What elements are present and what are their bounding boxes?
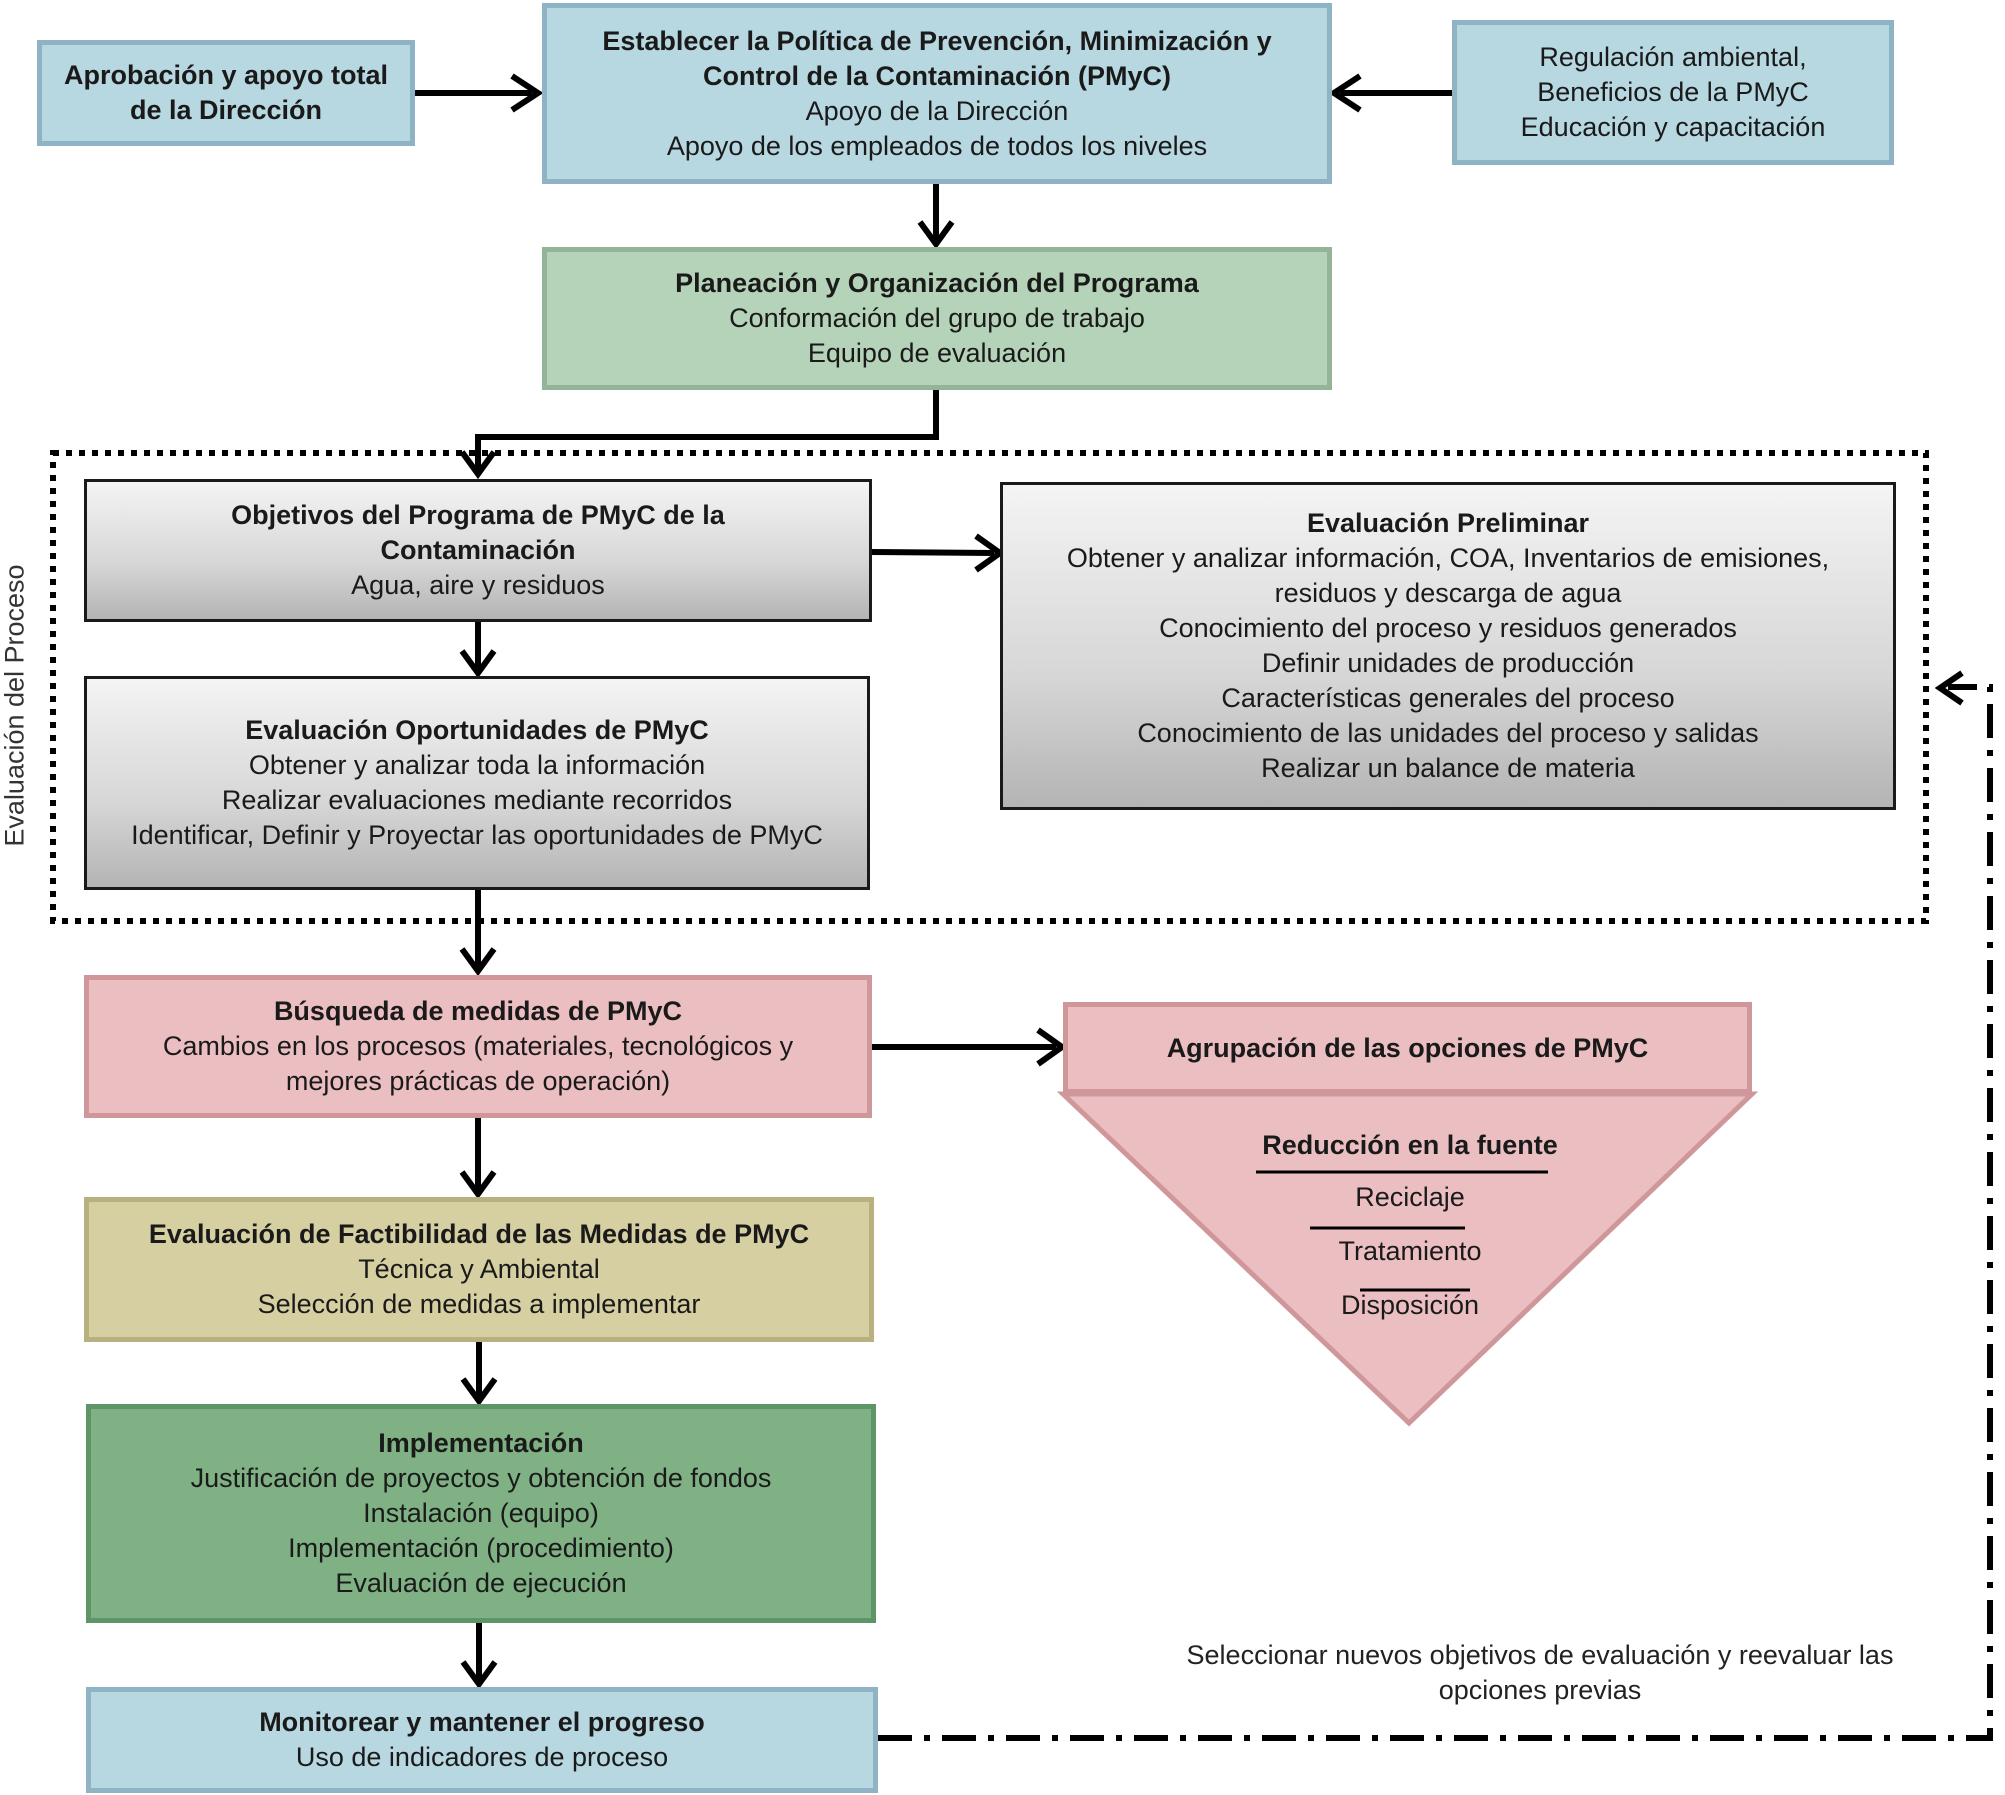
hierarchy-item-recycling: Reciclaje <box>1355 1182 1465 1212</box>
regulation-line-1: Regulación ambiental, <box>1539 42 1807 72</box>
arrowhead-planning <box>917 220 955 250</box>
feasibility-line-1: Técnica y Ambiental <box>358 1254 600 1284</box>
arrowhead-feedback <box>1934 670 1964 706</box>
implementation-line-4: Evaluación de ejecución <box>335 1568 627 1598</box>
preliminary-title: Evaluación Preliminar <box>1306 508 1590 538</box>
arrowhead-monitor <box>460 1660 498 1690</box>
regulation-line-2: Beneficios de la PMyC <box>1537 77 1809 107</box>
monitor-line-1: Uso de indicadores de proceso <box>295 1742 669 1772</box>
arrowhead-opportunities <box>459 649 497 679</box>
approval-box: Aprobación y apoyo total de la Dirección <box>37 40 415 146</box>
arrowhead-policy-right <box>1328 73 1362 113</box>
regulation-line-3: Educación y capacitación <box>1520 112 1826 142</box>
hierarchy-item-treatment: Tratamiento <box>1338 1236 1482 1266</box>
search-box: Búsqueda de medidas de PMyC Cambios en l… <box>84 975 872 1118</box>
arrowhead-search <box>459 947 497 977</box>
preliminary-line-1: Obtener y analizar información, COA, Inv… <box>1066 543 1830 608</box>
process-evaluation-frame <box>50 450 1929 924</box>
planning-title: Planeación y Organización del Programa <box>675 268 1199 298</box>
opportunities-line-3: Identificar, Definir y Proyectar las opo… <box>131 820 823 850</box>
implementation-title: Implementación <box>378 1428 584 1458</box>
planning-line-2: Equipo de evaluación <box>807 338 1067 368</box>
arrowhead-policy-left <box>510 73 544 113</box>
opportunities-title: Evaluación Oportunidades de PMyC <box>245 715 709 745</box>
objectives-box: Objetivos del Programa de PMyC de la Con… <box>84 479 872 622</box>
preliminary-line-4: Características generales del proceso <box>1221 683 1675 713</box>
arrowhead-objectives <box>459 450 497 480</box>
implementation-line-1: Justificación de proyectos y obtención d… <box>190 1463 772 1493</box>
opportunities-line-2: Realizar evaluaciones mediante recorrido… <box>221 785 733 815</box>
arrow-objectives-to-preliminary <box>869 549 995 556</box>
planning-box: Planeación y Organización del Programa C… <box>542 247 1332 390</box>
hierarchy-triangle <box>1056 1091 1759 1427</box>
approval-title: Aprobación y apoyo total de la Dirección <box>63 60 389 125</box>
feasibility-box: Evaluación de Factibilidad de las Medida… <box>84 1197 874 1342</box>
implementation-box: Implementación Justificación de proyecto… <box>86 1404 876 1623</box>
objectives-line-1: Agua, aire y residuos <box>351 570 605 600</box>
policy-title: Establecer la Política de Prevención, Mi… <box>602 25 1272 91</box>
monitor-title: Monitorear y mantener el progreso <box>259 1707 705 1737</box>
opportunities-box: Evaluación Oportunidades de PMyC Obtener… <box>84 676 870 890</box>
grouping-box: Agrupación de las opciones de PMyC <box>1063 1002 1752 1094</box>
search-line-1: Cambios en los procesos (materiales, tec… <box>162 1031 794 1096</box>
arrowhead-feasibility <box>459 1170 497 1200</box>
policy-line-1: Apoyo de la Dirección <box>805 95 1069 126</box>
feasibility-line-2: Selección de medidas a implementar <box>257 1289 701 1319</box>
policy-box: Establecer la Política de Prevención, Mi… <box>542 3 1332 184</box>
process-evaluation-label: Evaluación del Proceso <box>0 564 30 847</box>
preliminary-line-2: Conocimiento del proceso y residuos gene… <box>1159 613 1737 643</box>
preliminary-line-6: Realizar un balance de materia <box>1261 753 1635 783</box>
preliminary-line-5: Conocimiento de las unidades del proceso… <box>1137 718 1759 748</box>
feedback-loop-line <box>878 684 1993 1741</box>
arrowhead-grouping <box>1036 1027 1068 1067</box>
arrow-planning-to-objectives <box>475 390 939 470</box>
monitor-box: Monitorear y mantener el progreso Uso de… <box>86 1687 878 1793</box>
hierarchy-item-source-reduction: Reducción en la fuente <box>1262 1130 1558 1160</box>
feedback-note: Seleccionar nuevos objetivos de evaluaci… <box>1186 1640 1894 1705</box>
grouping-title: Agrupación de las opciones de PMyC <box>1166 1032 1649 1063</box>
regulation-box: Regulación ambiental, Beneficios de la P… <box>1452 20 1894 165</box>
objectives-title: Objetivos del Programa de PMyC de la Con… <box>231 500 725 565</box>
search-title: Búsqueda de medidas de PMyC <box>273 996 683 1026</box>
preliminary-line-3: Definir unidades de producción <box>1261 648 1635 678</box>
hierarchy-item-disposal: Disposición <box>1340 1290 1480 1320</box>
feasibility-title: Evaluación de Factibilidad de las Medida… <box>148 1219 810 1249</box>
opportunities-line-1: Obtener y analizar toda la información <box>248 750 706 780</box>
implementation-line-2: Instalación (equipo) <box>363 1498 599 1528</box>
arrowhead-implementation <box>460 1377 498 1407</box>
implementation-line-3: Implementación (procedimiento) <box>288 1533 674 1563</box>
preliminary-box: Evaluación Preliminar Obtener y analizar… <box>1000 482 1896 810</box>
policy-line-2: Apoyo de los empleados de todos los nive… <box>666 130 1208 161</box>
planning-line-1: Conformación del grupo de trabajo <box>729 303 1145 333</box>
